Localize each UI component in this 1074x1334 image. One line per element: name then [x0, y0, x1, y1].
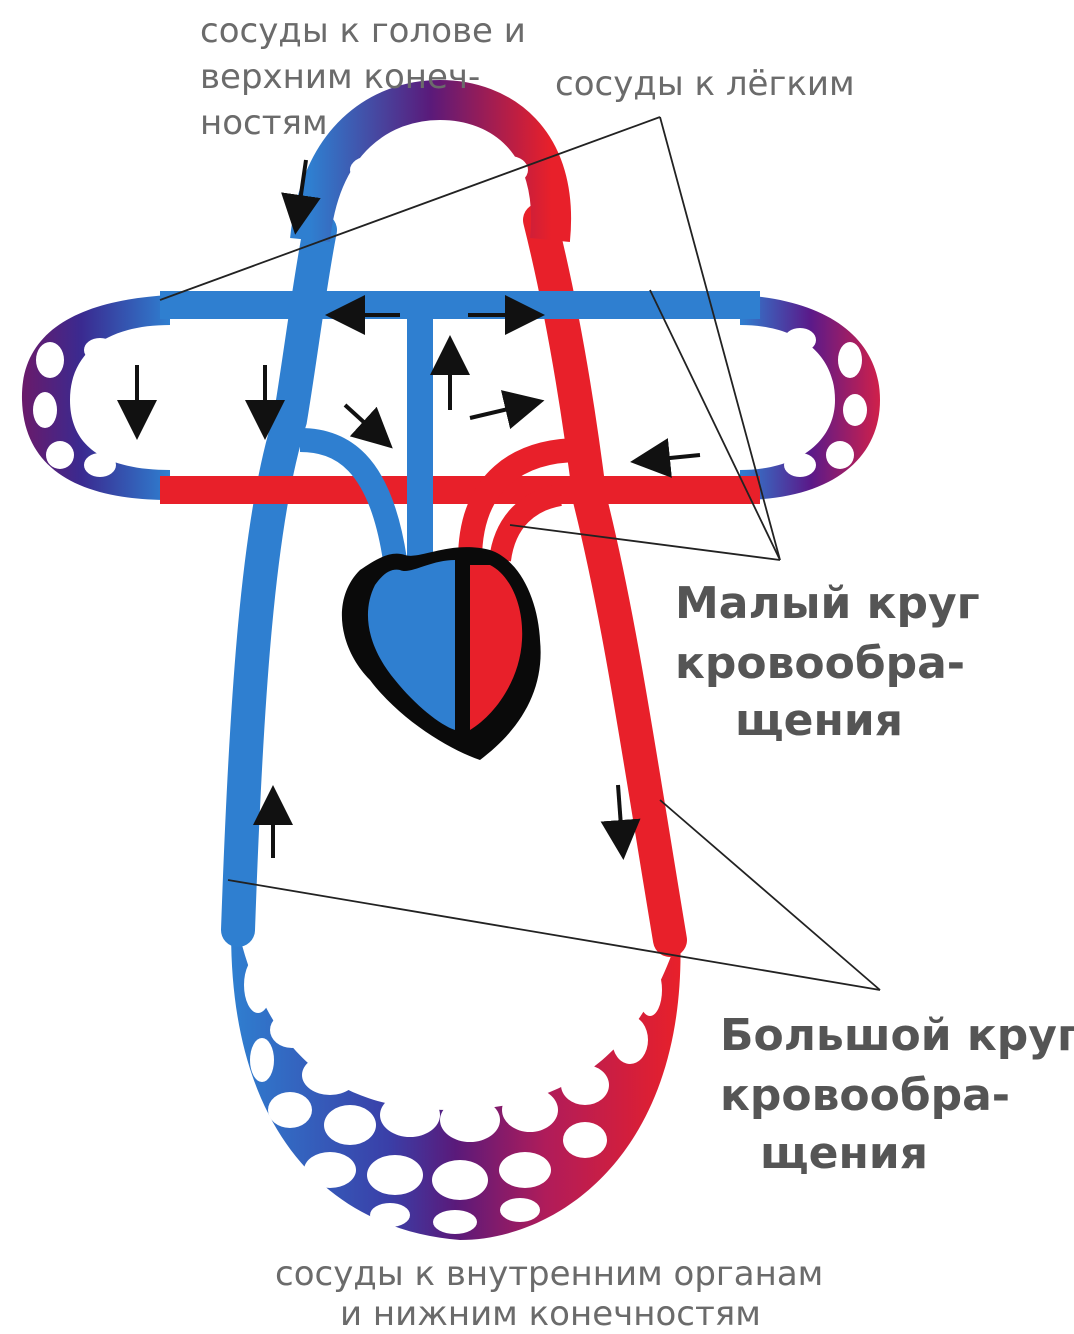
label-small-circle-line-1: Малый круг: [675, 578, 980, 629]
systemic-vein: [238, 230, 320, 930]
label-organs-line-1: сосуды к внутренним органам: [275, 1254, 823, 1294]
systemic-artery: [540, 220, 670, 940]
label-small-circle-line-2: кровообра-: [675, 638, 965, 689]
label-head-line-2: верхним конеч-: [200, 57, 480, 97]
arrow-into-heart: [345, 405, 378, 435]
arrow-artery-down: [618, 785, 622, 840]
label-large-circle: Большой круг кровообра- щения: [720, 1010, 1074, 1179]
label-large-circle-line-3: щения: [760, 1128, 928, 1179]
label-small-circle: Малый круг кровообра- щения: [675, 578, 980, 746]
label-head-line-3: ностям: [200, 103, 328, 143]
label-organs-line-2: и нижним конечностям: [340, 1294, 761, 1334]
label-organ-vessels: сосуды к внутренним органам и нижним кон…: [275, 1254, 823, 1334]
head-capillary-holes: [350, 136, 528, 190]
label-lung-vessels: сосуды к лёгким: [555, 64, 855, 104]
arrow-lung-right-in: [650, 455, 700, 460]
label-large-circle-line-1: Большой круг: [720, 1010, 1074, 1061]
label-head-line-1: сосуды к голове и: [200, 11, 526, 51]
arrow-aorta-out: [470, 405, 525, 418]
label-large-circle-line-2: кровообра-: [720, 1070, 1010, 1121]
label-small-circle-line-3: щения: [735, 695, 903, 746]
